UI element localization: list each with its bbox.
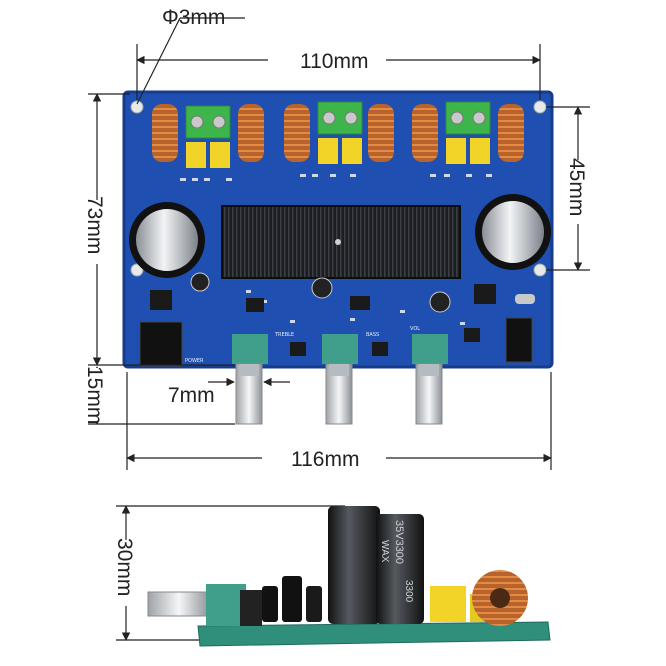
ic-chip (474, 284, 496, 304)
terminal-screw (212, 115, 226, 129)
electrolytic-capacitor-left-top (136, 209, 198, 271)
small-capacitor (311, 277, 333, 299)
terminal-screw (450, 111, 464, 125)
side-cap-label-bottom: 3300 (403, 580, 414, 603)
dim-label-73: 73mm (83, 196, 106, 254)
film-capacitor (342, 138, 362, 164)
bass-label: BASS (366, 332, 379, 338)
side-cap-label-top: 35V3300 (393, 520, 405, 564)
dim-label-hole: Φ3mm (162, 6, 225, 29)
side-pot-bracket (240, 590, 262, 626)
audio-input-jack (505, 317, 533, 363)
ic-chip (246, 298, 264, 312)
pot-vol-body (412, 334, 448, 364)
side-film-capacitor (430, 586, 466, 622)
toroid-inductor (284, 104, 310, 162)
vol-label: VOL (410, 326, 420, 332)
toroid-inductor (412, 104, 438, 162)
pot-bass-body (322, 334, 358, 364)
pot-treble-body (232, 334, 268, 364)
electrolytic-capacitor-right-top (482, 201, 544, 263)
side-small-capacitor (282, 576, 302, 622)
power-jack (139, 321, 183, 367)
treble-label: TREBLE (274, 332, 294, 338)
output-channel-left (152, 104, 264, 168)
mounting-hole-tr (533, 100, 547, 114)
ic-chip (290, 342, 306, 356)
mounting-hole-tl (130, 100, 144, 114)
side-small-capacitor (262, 586, 278, 622)
terminal-screw (322, 111, 336, 125)
toroid-inductor (152, 104, 178, 162)
dim-label-7: 7mm (168, 384, 215, 407)
film-capacitor (210, 142, 230, 168)
side-electrolytic-capacitor-rear (376, 514, 424, 624)
ic-chip (464, 328, 480, 342)
heatsink-screw (335, 239, 341, 245)
dim-label-45: 45mm (565, 158, 588, 216)
dim-label-30: 30mm (113, 538, 136, 596)
crystal (515, 294, 535, 304)
terminal-screw (472, 111, 486, 125)
side-pot-body (206, 584, 246, 626)
terminal-screw (344, 111, 358, 125)
dim-label-116: 116mm (291, 448, 359, 471)
dim-label-110: 110mm (300, 50, 368, 73)
side-electrolytic-capacitor-front (328, 506, 380, 624)
pcb-side-view: 35V3300 WAX 3300 (147, 506, 551, 647)
power-jack-switch (150, 290, 172, 310)
small-capacitor (429, 291, 451, 313)
power-label: POWER (185, 358, 204, 364)
ic-chip (350, 296, 370, 310)
side-knob-shaft (147, 591, 211, 617)
heatsink (221, 205, 461, 279)
ic-chip (372, 342, 388, 356)
toroid-inductor (498, 104, 524, 162)
knob-shafts (235, 363, 443, 425)
pcb-top-view: POWER TREBLE BASS VOL (122, 90, 554, 369)
film-capacitor (318, 138, 338, 164)
toroid-inductor (238, 104, 264, 162)
dim-label-15: 15mm (83, 366, 106, 424)
side-cap-label-mid: WAX (379, 540, 390, 563)
terminal-screw (190, 115, 204, 129)
toroid-inductor (368, 104, 394, 162)
smd-components (180, 174, 492, 325)
mounting-hole-bl (130, 263, 144, 277)
film-capacitor (470, 138, 490, 164)
mounting-hole-br (533, 263, 547, 277)
film-capacitor (446, 138, 466, 164)
output-channel-center (284, 101, 394, 164)
output-channel-right (412, 101, 524, 164)
side-small-capacitor (306, 586, 322, 622)
small-capacitor (190, 272, 210, 292)
side-pcb (197, 621, 551, 647)
film-capacitor (186, 142, 206, 168)
side-toroid-core (490, 588, 510, 608)
